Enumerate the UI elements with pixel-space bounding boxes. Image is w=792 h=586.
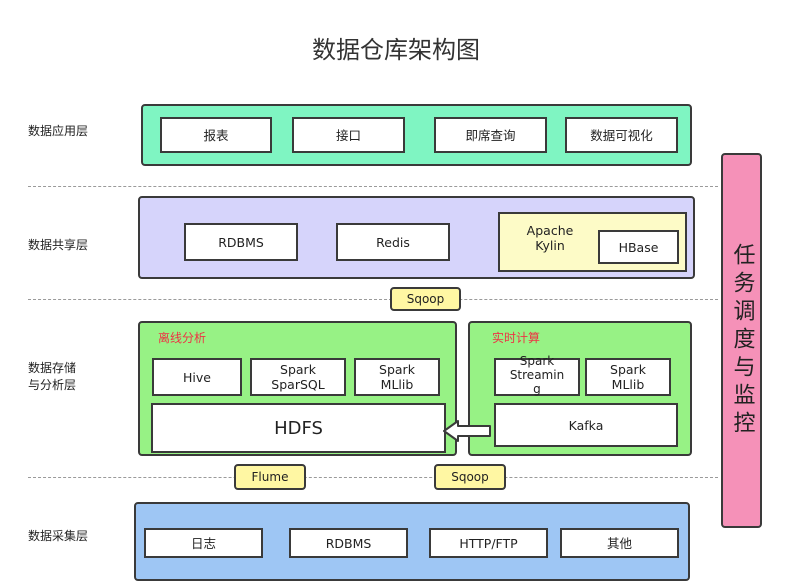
- app-box-adhoc-query: 即席查询: [434, 117, 547, 153]
- connector-sqoop-top: Sqoop: [390, 287, 461, 311]
- spark-streaming-box: Spark Streamin g: [494, 354, 580, 396]
- collect-box-other: 其他: [560, 528, 679, 558]
- collect-box-http-ftp: HTTP/FTP: [429, 528, 548, 558]
- offline-analysis-panel: 离线分析 Hive Spark SparSQL Spark MLlib HDFS: [138, 321, 457, 456]
- scheduling-monitoring-label: 任务调度与监控: [729, 242, 755, 439]
- spark-sql-box: Spark SparSQL: [250, 358, 346, 396]
- layer-label-sharing: 数据共享层: [28, 238, 89, 252]
- layer-label-storage: 数据存储 与分析层: [28, 361, 77, 392]
- scheduling-monitoring-panel: 任务调度与监控: [721, 153, 762, 528]
- share-box-rdbms: RDBMS: [184, 223, 298, 261]
- offline-analysis-title: 离线分析: [158, 331, 207, 345]
- app-box-interface: 接口: [292, 117, 405, 153]
- spark-mllib-offline-box: Spark MLlib: [354, 358, 440, 396]
- sharing-layer-panel: RDBMS Redis Apache Kylin HBase: [138, 196, 695, 279]
- spark-mllib-realtime-box: Spark MLlib: [585, 358, 671, 396]
- kylin-label: Apache Kylin: [526, 223, 574, 253]
- app-box-visualization: 数据可视化: [565, 117, 678, 153]
- connector-flume: Flume: [234, 464, 306, 490]
- collect-box-logs: 日志: [144, 528, 263, 558]
- collection-layer-panel: 日志 RDBMS HTTP/FTP 其他: [134, 502, 690, 581]
- separator-2: [28, 299, 718, 300]
- realtime-compute-panel: 实时计算 Spark Streamin g Spark MLlib Kafka: [468, 321, 692, 456]
- hive-box: Hive: [152, 358, 242, 396]
- collect-box-rdbms: RDBMS: [289, 528, 408, 558]
- separator-3: [28, 477, 718, 478]
- kafka-box: Kafka: [494, 403, 678, 447]
- app-box-report: 报表: [160, 117, 272, 153]
- layer-label-collection: 数据采集层: [28, 529, 89, 543]
- separator-1: [28, 186, 718, 187]
- share-box-redis: Redis: [336, 223, 450, 261]
- kafka-to-hdfs-arrow: [443, 420, 491, 442]
- hbase-box: HBase: [598, 230, 679, 264]
- page-title: 数据仓库架构图: [312, 36, 480, 64]
- hdfs-box: HDFS: [151, 403, 446, 453]
- connector-sqoop-bottom: Sqoop: [434, 464, 506, 490]
- application-layer-panel: 报表 接口 即席查询 数据可视化: [141, 104, 692, 166]
- kylin-box: Apache Kylin HBase: [498, 212, 687, 272]
- spark-streaming-label: Spark Streamin g: [509, 354, 565, 396]
- realtime-compute-title: 实时计算: [492, 331, 541, 345]
- layer-label-application: 数据应用层: [28, 124, 89, 138]
